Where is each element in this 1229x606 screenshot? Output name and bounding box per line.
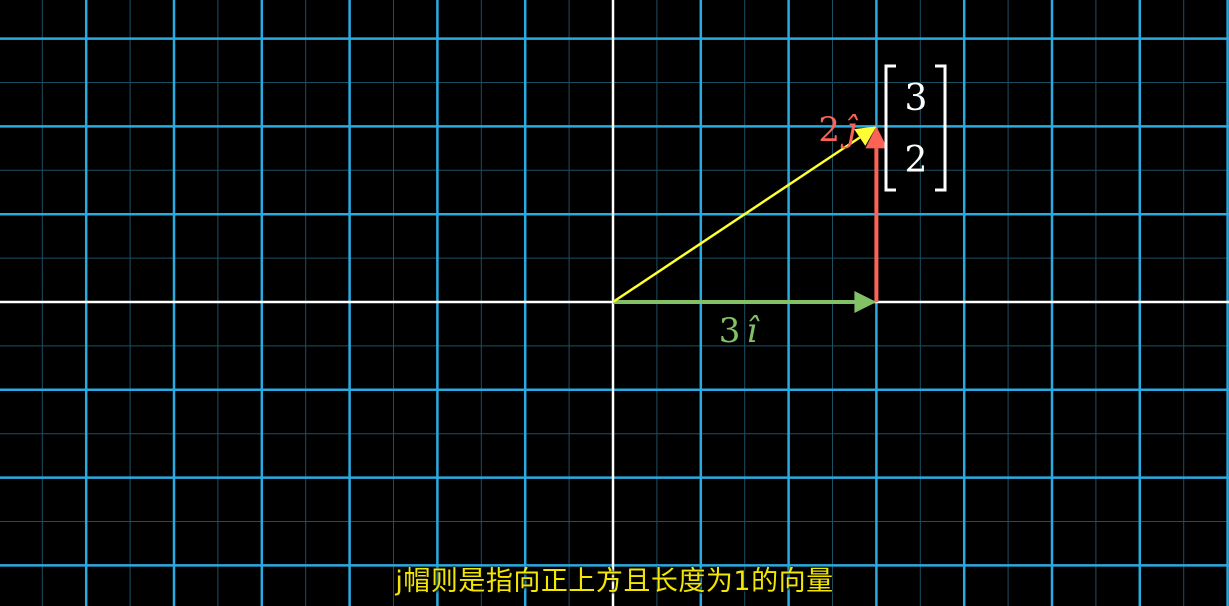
i-hat-symbol: î <box>746 311 760 351</box>
i-hat-coefficient: 3 <box>719 311 741 351</box>
column-vector-top-entry: 3 <box>905 78 928 119</box>
right-bracket <box>935 64 947 192</box>
left-bracket <box>884 64 896 192</box>
j-hat-component-arrow-tip <box>865 126 888 149</box>
column-vector-matrix: 3 2 <box>884 64 947 192</box>
vectors <box>612 126 888 313</box>
target-vector-arrow-tip <box>854 126 877 146</box>
target-vector-arrow-shaft <box>612 136 861 304</box>
subtitle-caption: j帽则是指向正上方且长度为1的向量 <box>395 566 834 597</box>
j-hat-coefficient: 2 <box>818 110 840 150</box>
i-hat-component-arrow-tip <box>854 291 877 313</box>
column-vector-bottom-entry: 2 <box>905 140 928 181</box>
